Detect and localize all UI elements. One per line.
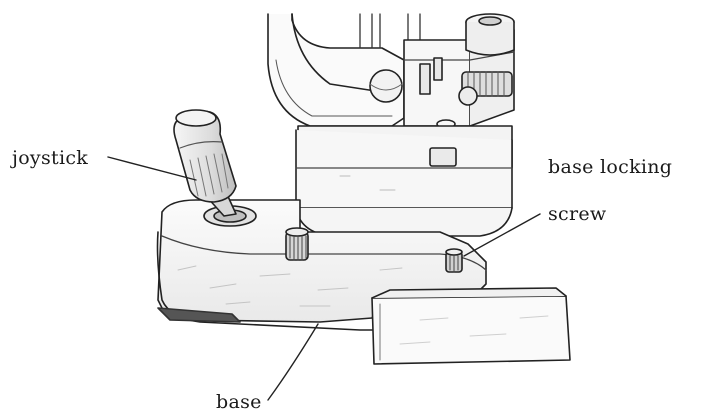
- joystick-label: joystick: [10, 147, 88, 169]
- instrument-arm: [267, 13, 515, 140]
- base-locking-screw: [445, 248, 463, 273]
- base-label: base: [216, 391, 262, 413]
- base-locking-label: base locking: [548, 156, 672, 178]
- joystick: [173, 109, 257, 227]
- base-knob: [285, 227, 309, 261]
- screw-label: screw: [548, 203, 607, 225]
- base-leader-line: [267, 323, 319, 401]
- screw-leader-line: [463, 213, 541, 257]
- joystick-leader-line: [107, 156, 197, 181]
- column-housing: [295, 125, 513, 237]
